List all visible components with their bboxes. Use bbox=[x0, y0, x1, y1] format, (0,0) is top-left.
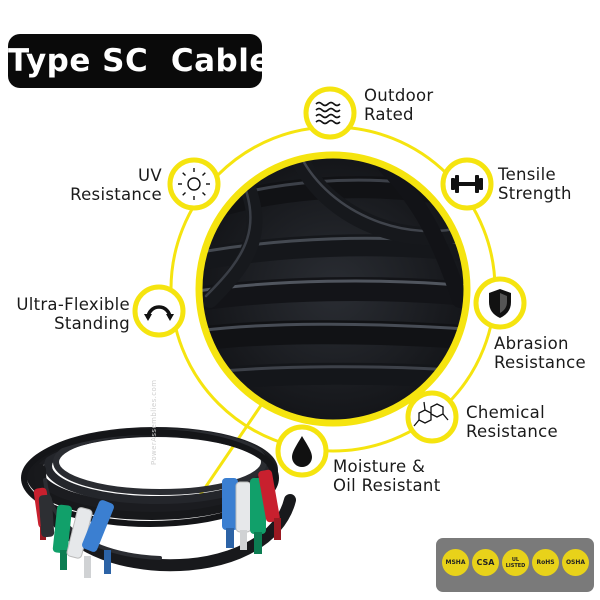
icon-moisture-circle bbox=[275, 424, 329, 478]
icon-tensile-circle bbox=[440, 157, 494, 211]
connector-black bbox=[38, 494, 55, 538]
feature-label-line2: Standing bbox=[54, 314, 130, 333]
feature-label-line2: Rated bbox=[364, 105, 414, 124]
waves-icon bbox=[315, 101, 341, 125]
dumbbell-icon bbox=[451, 175, 483, 193]
feature-label-line1: Chemical bbox=[466, 403, 545, 422]
feature-label-line1: UV bbox=[138, 166, 162, 185]
droplet-icon bbox=[292, 436, 312, 467]
connector-blue-right bbox=[222, 478, 238, 548]
feature-label-abrasion: Abrasion Resistance bbox=[494, 334, 586, 372]
brand-print: PowerAssemblies.com bbox=[150, 379, 158, 465]
connector-blue bbox=[82, 500, 114, 574]
connector-green bbox=[52, 504, 72, 570]
feature-label-outdoor: Outdoor Rated bbox=[364, 86, 433, 124]
connector-white-right bbox=[235, 481, 252, 550]
feature-label-line2: Resistance bbox=[70, 185, 162, 204]
feature-label-uv: UV Resistance bbox=[40, 166, 162, 204]
feature-label-line2: Oil Resistant bbox=[333, 476, 441, 495]
title-badge: Type SC Cable bbox=[8, 34, 270, 88]
icon-abrasion-circle bbox=[473, 276, 527, 330]
certification-panel: MSHA CSA UL LISTED RoHS OSHA bbox=[436, 538, 594, 592]
feature-label-line1: Abrasion bbox=[494, 334, 569, 353]
icon-chemical-circle bbox=[405, 390, 459, 444]
connector-red-right bbox=[258, 469, 281, 540]
feature-label-chemical: Chemical Resistance bbox=[466, 403, 558, 441]
csa-logo: CSA bbox=[472, 549, 499, 576]
cable-closeup bbox=[199, 155, 467, 423]
osha-logo: OSHA bbox=[562, 549, 589, 576]
cable-coil-image bbox=[21, 427, 296, 578]
feature-label-line2: Resistance bbox=[494, 353, 586, 372]
sun-icon bbox=[178, 168, 210, 200]
rohs-logo: RoHS bbox=[532, 549, 559, 576]
feature-label-line2: Resistance bbox=[466, 422, 558, 441]
feature-label-line1: Ultra-Flexible bbox=[16, 295, 130, 314]
feature-label-line2: Strength bbox=[498, 184, 572, 203]
feature-label-moisture: Moisture & Oil Resistant bbox=[333, 457, 440, 495]
feature-label-tensile: Tensile Strength bbox=[498, 165, 572, 203]
feature-label-line1: Moisture & bbox=[333, 457, 426, 476]
molecule-icon bbox=[413, 401, 449, 427]
icon-outdoor-circle bbox=[303, 86, 357, 140]
ul-listed-logo: UL LISTED bbox=[502, 549, 529, 576]
icon-uv-circle bbox=[167, 157, 221, 211]
icon-flexible-circle bbox=[132, 284, 186, 338]
feature-label-line1: Tensile bbox=[498, 165, 556, 184]
msha-logo: MSHA bbox=[442, 549, 469, 576]
feature-label-line1: Outdoor bbox=[364, 86, 434, 105]
feature-label-flexible: Ultra-Flexible Standing bbox=[4, 295, 130, 333]
cable-closeup-border bbox=[195, 151, 471, 427]
